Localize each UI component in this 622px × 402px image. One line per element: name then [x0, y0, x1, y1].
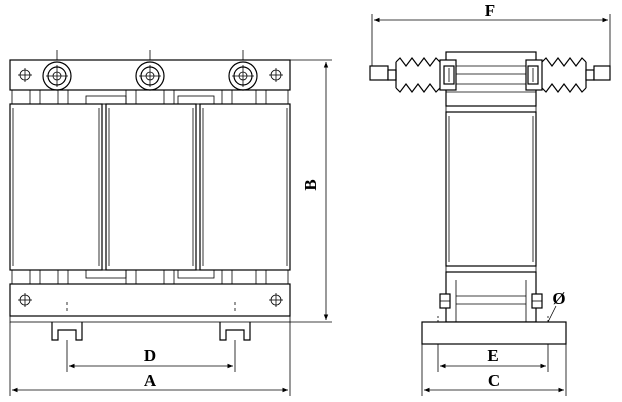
bottom-clamp-bar: [9, 283, 291, 317]
diameter-label: Ø: [552, 289, 565, 308]
side-base-plate: [421, 321, 567, 345]
dimension-b-label: B: [301, 179, 320, 190]
dimension-b: B: [290, 59, 332, 323]
diameter-callout: Ø: [547, 289, 566, 323]
dimension-f: F: [371, 1, 611, 66]
bushing-left: [369, 57, 457, 93]
dimension-d-label: D: [144, 346, 156, 365]
bottom-bar-hole-left: [18, 293, 32, 307]
dimension-e-label: E: [487, 346, 498, 365]
bushing-right: [525, 57, 611, 93]
top-bar-hole-left: [18, 68, 32, 82]
upper-spacers: [11, 89, 289, 105]
side-bottom-frame: [445, 271, 537, 323]
mounting-foot-left: [51, 302, 83, 341]
top-bar-hole-right: [269, 68, 283, 82]
dimension-e: E: [437, 344, 549, 372]
dimension-a: A: [9, 322, 291, 396]
side-view: [369, 51, 611, 345]
mounting-foot-right: [219, 302, 251, 341]
side-coil-body: [445, 111, 537, 267]
dimension-c: C: [421, 344, 567, 396]
coil-middle: [105, 103, 197, 271]
dimension-f-label: F: [485, 1, 495, 20]
dimension-d: D: [66, 340, 236, 372]
dimension-c-label: C: [488, 371, 500, 390]
front-view: [9, 50, 291, 341]
side-top-frame: [445, 51, 537, 107]
coil-right: [199, 103, 291, 271]
lower-spacers: [11, 269, 289, 285]
coil-left: [9, 103, 103, 271]
bottom-bar-hole-right: [269, 293, 283, 307]
dimension-a-label: A: [144, 371, 157, 390]
